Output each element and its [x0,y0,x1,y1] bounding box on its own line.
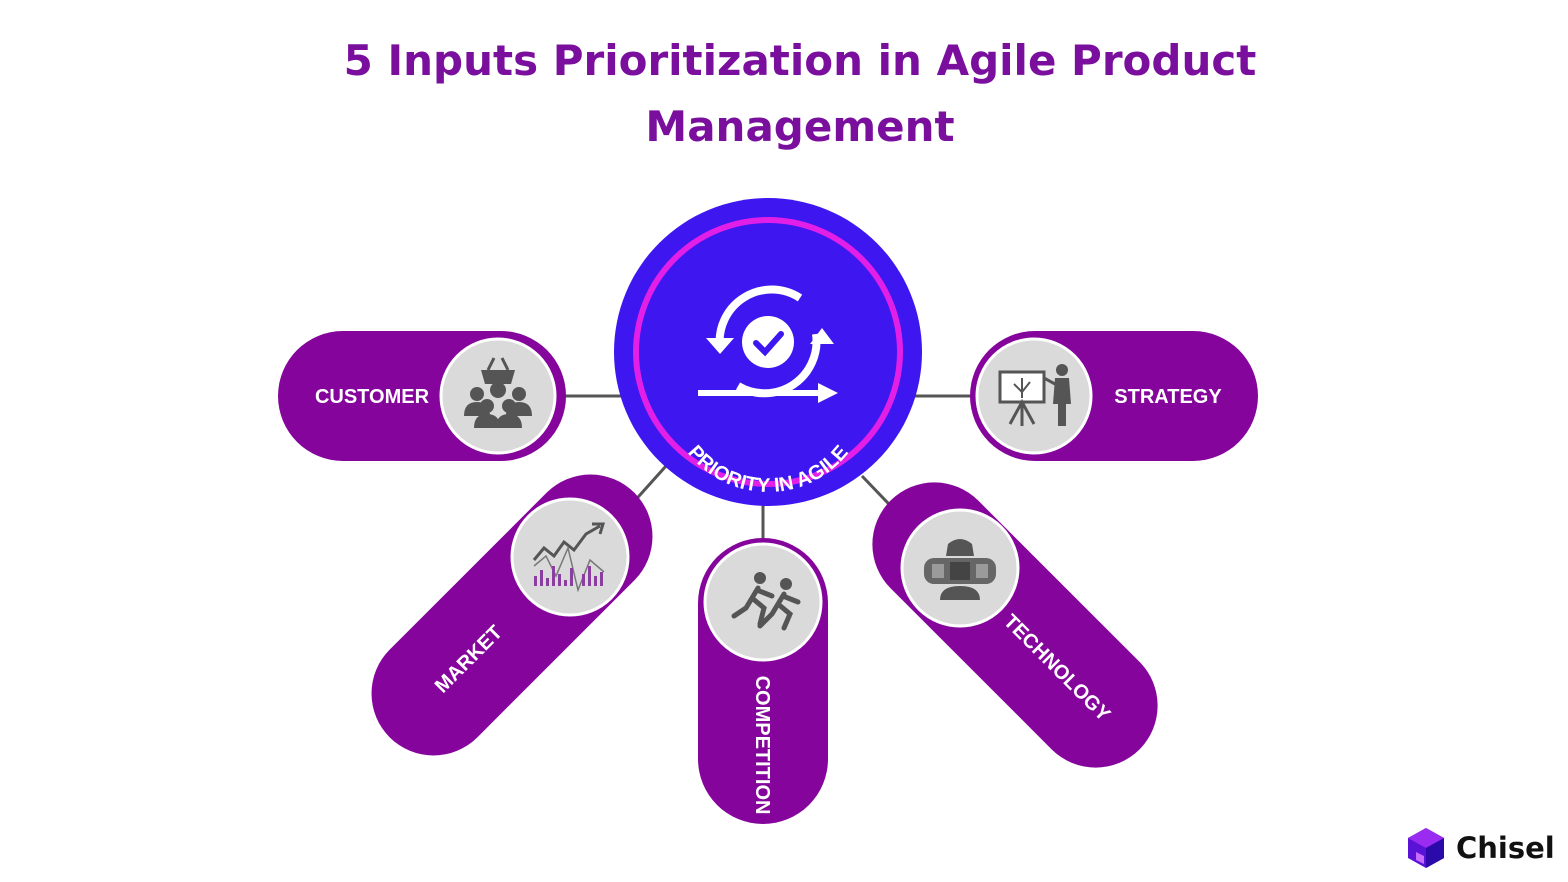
input-market: MARKET [371,474,653,756]
input-strategy: STRATEGY [970,331,1258,461]
title-line-2: Management [645,102,955,151]
market-pill [371,474,653,756]
chisel-cube-logo-icon [1408,828,1444,868]
brand-logo: Chisel [1404,826,1555,870]
competition-icon-disc [703,542,823,662]
customer-group-basket-icon [464,357,532,428]
input-competition: COMPETITION [698,538,828,824]
input-technology: TECHNOLOGY [872,482,1158,768]
customer-label: CUSTOMER [315,386,430,408]
page-title: 5 Inputs Prioritization in Agile Product… [0,28,1568,160]
agile-cycle-check-icon [698,285,838,403]
vr-headset-icon [924,539,996,600]
input-customer: CUSTOMER [278,331,566,461]
brand-name: Chisel [1456,831,1555,865]
center-ring [633,217,903,487]
running-people-icon [731,572,801,631]
strategy-presentation-icon [998,364,1071,426]
title-line-1: 5 Inputs Prioritization in Agile Product [343,36,1257,85]
center-priority-circle: PRIORITY IN AGILE [614,198,922,506]
market-chart-icon [532,522,606,593]
strategy-label: STRATEGY [1114,386,1222,408]
competition-label: COMPETITION [751,676,773,815]
